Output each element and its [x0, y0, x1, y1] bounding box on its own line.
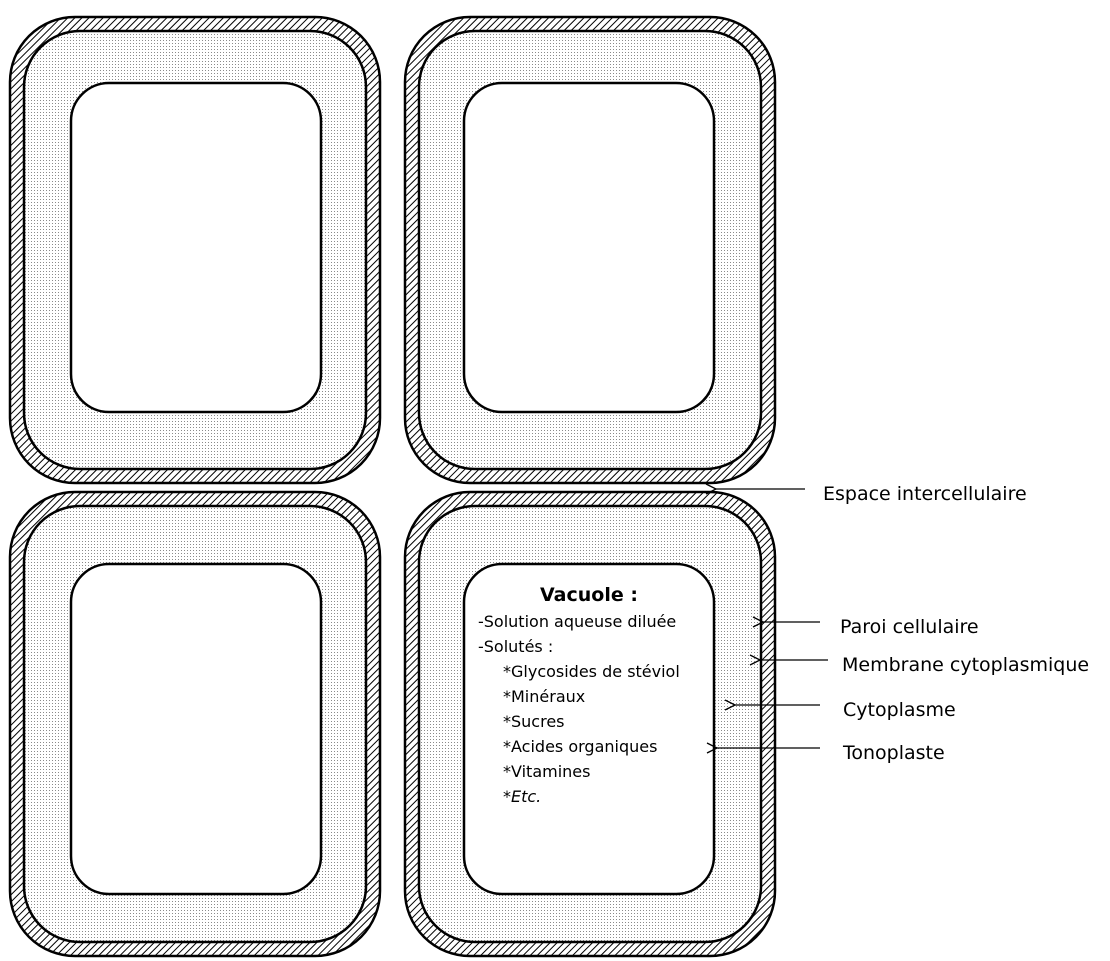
solute-item-etc: *Etc.: [503, 787, 541, 806]
etc-text: Etc.: [511, 787, 541, 806]
vacuole-line-solution: -Solution aqueuse diluée: [478, 612, 676, 631]
cell-bottom-left: [8, 490, 382, 958]
vacuole: [69, 81, 323, 414]
label-cell-wall: Paroi cellulaire: [840, 616, 979, 638]
labels: Espace intercellulaire Paroi cellulaire …: [823, 483, 1089, 764]
solute-item: *Glycosides de stéviol: [503, 662, 680, 681]
solute-item: *Acides organiques: [503, 737, 657, 756]
label-intercellular-space: Espace intercellulaire: [823, 483, 1027, 505]
vacuole-title: Vacuole :: [540, 584, 638, 606]
vacuole: [462, 562, 716, 896]
cell-top-right: [403, 15, 777, 485]
solute-item: *Minéraux: [503, 687, 585, 706]
etc-star: *: [503, 787, 511, 806]
cell-top-left: [8, 15, 382, 485]
vacuole: [69, 562, 323, 896]
label-cytoplasmic-membrane: Membrane cytoplasmique: [842, 654, 1089, 676]
solute-item: *Vitamines: [503, 762, 590, 781]
solute-item: *Sucres: [503, 712, 565, 731]
vacuole-description: Vacuole : -Solution aqueuse diluée -Solu…: [478, 584, 680, 806]
vacuole: [462, 81, 716, 414]
label-tonoplast: Tonoplaste: [842, 742, 945, 764]
vacuole-line-solutes: -Solutés :: [478, 637, 553, 656]
cell-bottom-right: [403, 490, 777, 958]
pointer-arrows: [716, 489, 828, 748]
label-cytoplasm: Cytoplasme: [843, 699, 956, 721]
